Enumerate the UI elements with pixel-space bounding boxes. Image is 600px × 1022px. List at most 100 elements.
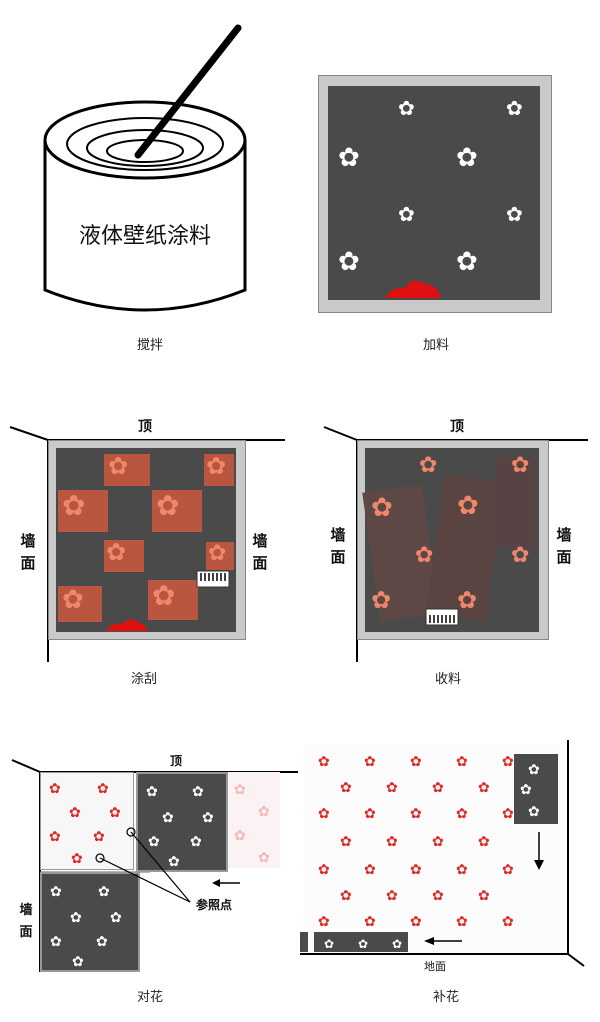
flower-icon: ✿	[520, 782, 532, 798]
flower-icon: ✿	[410, 806, 422, 822]
flower-icon: ✿	[318, 754, 330, 770]
flower-icon: ✿	[340, 888, 352, 904]
flower-icon: ✿	[338, 247, 360, 277]
label-wall-right: 墙面	[556, 526, 572, 566]
flower-icon: ✿	[410, 754, 422, 770]
flower-icon: ✿	[511, 453, 530, 478]
flower-icon: ✿	[398, 202, 415, 226]
step-caption-scrape: 涂刮	[130, 672, 157, 687]
flower-icon: ✿	[109, 805, 121, 821]
flower-icon: ✿	[511, 543, 530, 568]
flower-icon: ✿	[478, 834, 490, 850]
wall-panel: ✿ ✿ ✿ ✿ ✿ ✿ ✿ ✿	[362, 448, 539, 632]
flower-icon: ✿	[98, 884, 110, 900]
flower-icon: ✿	[419, 453, 438, 478]
paint-blob-icon	[106, 619, 147, 631]
flower-icon: ✿	[97, 781, 109, 797]
flower-icon: ✿	[62, 489, 86, 522]
flower-icon: ✿	[162, 810, 174, 826]
flower-icon: ✿	[371, 586, 392, 614]
flower-icon: ✿	[234, 782, 246, 798]
flower-icon: ✿	[338, 143, 360, 173]
step-fill-pattern: ✿ ✿ ✿ ✿ ✿ ✿ ✿ ✿ ✿ ✿ ✿ ✿ ✿ ✿ ✿ ✿ ✿ ✿ ✿ ✿ …	[300, 740, 600, 1022]
flower-icon: ✿	[318, 806, 330, 822]
flower-icon: ✿	[502, 862, 514, 878]
arrow-down-icon	[534, 832, 544, 870]
flower-icon: ✿	[528, 804, 540, 820]
flower-icon: ✿	[192, 784, 204, 800]
flower-icon: ✿	[506, 202, 523, 226]
can-label: 液体壁纸涂料	[78, 224, 211, 249]
floor-wall-lines	[300, 740, 585, 967]
flower-icon: ✿	[386, 834, 398, 850]
flower-icon: ✿	[49, 829, 61, 845]
flower-icon: ✿	[106, 538, 127, 566]
flower-icon: ✿	[110, 910, 122, 926]
flower-icon: ✿	[168, 854, 180, 870]
wallpaper-panel-dark: ✿ ✿ ✿	[314, 932, 408, 952]
label-top: 顶	[138, 419, 152, 435]
flower-icon: ✿	[456, 862, 468, 878]
wallpaper-panel-dark: ✿ ✿ ✿	[514, 754, 558, 824]
step-align-pattern: 顶 墙面 ✿ ✿ ✿ ✿ ✿ ✿ ✿ ✿ ✿ ✿ ✿ ✿ ✿ ✿ ✿ ✿ ✿ ✿…	[0, 740, 300, 1022]
flower-icon: ✿	[258, 804, 270, 820]
flower-icon: ✿	[62, 585, 84, 615]
scraper-icon	[196, 570, 230, 588]
flower-icon: ✿	[392, 937, 403, 951]
flower-icon: ✿	[206, 452, 227, 480]
label-wall-left: 墙面	[19, 903, 33, 940]
wallpaper-panel-light: ✿ ✿ ✿ ✿ ✿ ✿ ✿	[40, 772, 134, 870]
label-wall-left: 墙面	[20, 532, 36, 572]
wall-panel: ✿ ✿ ✿ ✿ ✿ ✿ ✿ ✿	[56, 448, 236, 632]
step-caption-align: 对花	[136, 990, 163, 1005]
flower-icon: ✿	[358, 937, 369, 951]
flower-icon: ✿	[50, 884, 62, 900]
flower-icon: ✿	[456, 754, 468, 770]
flower-icon: ✿	[49, 781, 61, 797]
flower-icon: ✿	[202, 810, 214, 826]
label-wall-right: 墙面	[252, 532, 268, 572]
flower-icon: ✿	[208, 541, 227, 566]
flower-icon: ✿	[340, 834, 352, 850]
paint-blob-icon	[385, 280, 441, 298]
flower-icon: ✿	[398, 96, 415, 120]
paint-can-illustration	[43, 24, 247, 312]
flower-icon: ✿	[71, 851, 83, 867]
flower-icon: ✿	[364, 862, 376, 878]
scraper-icon	[425, 608, 459, 626]
flower-icon: ✿	[456, 914, 468, 930]
arrow-left-icon	[212, 879, 240, 887]
flower-icon: ✿	[340, 780, 352, 796]
flower-icon: ✿	[410, 914, 422, 930]
flower-icon: ✿	[386, 780, 398, 796]
step-add-material: ✿ ✿ ✿ ✿ ✿ ✿ ✿ ✿ 加料	[300, 0, 600, 360]
wallpaper-panel-faded: ✿ ✿ ✿ ✿	[228, 772, 280, 868]
flower-icon: ✿	[364, 914, 376, 930]
flower-icon: ✿	[386, 888, 398, 904]
flower-icon: ✿	[457, 491, 479, 521]
flower-icon: ✿	[146, 784, 158, 800]
flower-icon: ✿	[456, 143, 478, 173]
flower-icon: ✿	[456, 806, 468, 822]
flower-icon: ✿	[502, 914, 514, 930]
step-scrape: 顶 墙面 墙面 ✿ ✿ ✿ ✿ ✿ ✿ ✿ ✿	[0, 400, 300, 700]
flower-icon: ✿	[432, 888, 444, 904]
flower-icon: ✿	[502, 754, 514, 770]
flower-icon: ✿	[478, 888, 490, 904]
reference-point-callout	[95, 827, 191, 903]
step-caption-add: 加料	[422, 338, 449, 353]
flower-icon: ✿	[96, 934, 108, 950]
flower-icon: ✿	[69, 805, 81, 821]
step-collect: 顶 墙面 墙面 ✿ ✿ ✿ ✿ ✿ ✿ ✿ ✿ 收料	[300, 400, 600, 700]
flower-icon: ✿	[108, 452, 129, 480]
flower-icon: ✿	[258, 850, 270, 866]
flower-icon: ✿	[72, 954, 84, 970]
label-reference-point: 参照点	[196, 898, 233, 912]
step-caption-fill: 补花	[432, 990, 459, 1005]
label-wall-left: 墙面	[330, 526, 346, 566]
flower-icon: ✿	[50, 934, 62, 950]
flower-icon: ✿	[318, 914, 330, 930]
flower-icon: ✿	[502, 806, 514, 822]
flower-icon: ✿	[456, 247, 478, 277]
label-floor: 地面	[424, 960, 446, 973]
